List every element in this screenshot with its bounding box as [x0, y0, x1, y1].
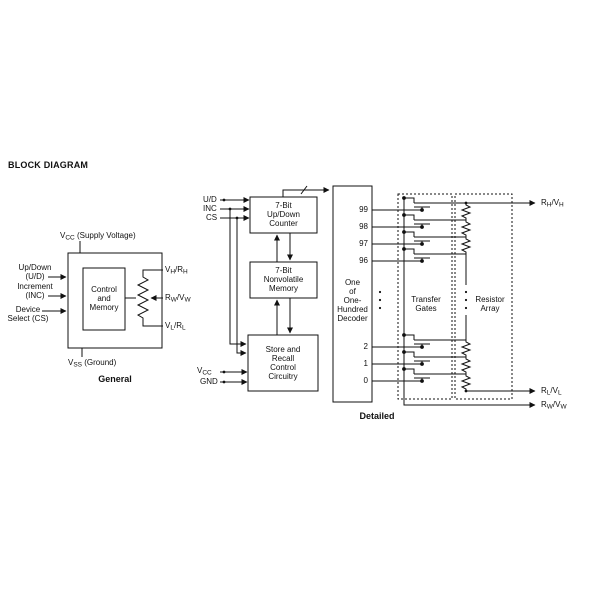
vcc-signal-label: VCC	[197, 366, 212, 377]
decoder-output-2: 2	[363, 342, 368, 351]
inc-signal-label: INC	[203, 204, 217, 213]
resistor	[461, 202, 471, 221]
resistor	[461, 236, 471, 255]
vcc-supply-label: VCC (Supply Voltage)	[60, 231, 136, 242]
potentiometer-resistor	[136, 274, 150, 322]
counter-decoder-bus	[282, 187, 330, 197]
resistor-array-box	[454, 193, 513, 400]
resistor	[461, 339, 471, 358]
general-diagram	[42, 241, 163, 357]
vh-rh-terminal-label: VH/RH	[165, 265, 188, 276]
decoder-output-1: 1	[363, 359, 368, 368]
store-recall-box	[247, 334, 319, 392]
transfer-gates-box	[397, 193, 453, 400]
vl-rl-terminal-label: VL/RL	[165, 321, 186, 332]
detailed-diagram	[220, 185, 536, 408]
control-memory-label: Control and Memory	[89, 285, 119, 312]
decoder-box	[332, 185, 373, 403]
general-outer-box	[67, 252, 163, 349]
rl-vl-terminal-label: RL/VL	[541, 386, 562, 397]
control-memory-box	[82, 267, 126, 331]
memory-box	[249, 261, 318, 299]
decoder-output-0: 0	[363, 376, 368, 385]
decoder-output-97: 97	[359, 239, 368, 248]
updown-input-label: Up/Down (U/D)	[18, 263, 52, 281]
transfer-gates-label: Transfer Gates	[411, 295, 441, 313]
bus-width-slash	[300, 185, 308, 195]
resistor	[461, 356, 471, 375]
wiper-bus-wire	[403, 198, 536, 408]
junction-dots	[222, 198, 239, 384]
ud-signal-label: U/D	[203, 195, 217, 204]
counter-box-label: 7-Bit Up/Down Counter	[267, 201, 300, 228]
cs-signal-label: CS	[206, 213, 218, 222]
decoder-output-99: 99	[359, 205, 368, 214]
gnd-signal-label: GND	[200, 377, 218, 386]
rh-vh-terminal-label: RH/VH	[541, 198, 564, 209]
store-box-label: Store and Recall Control Circuitry	[265, 345, 301, 381]
detailed-caption: Detailed	[359, 411, 395, 421]
decoder-output-98: 98	[359, 222, 368, 231]
resistor	[461, 373, 471, 392]
memory-box-label: 7-Bit Nonvolatile Memory	[263, 266, 304, 293]
rh-terminal-wire	[142, 269, 163, 274]
resistor-ellipsis-dots	[464, 290, 468, 310]
rw-vw-terminal-label: RW/VW	[165, 293, 191, 304]
cs-branch-wire	[236, 218, 247, 356]
vss-ground-label: VSS (Ground)	[68, 358, 117, 369]
resistor-array-label: Resistor Array	[475, 295, 505, 313]
general-caption: General	[98, 374, 132, 384]
rw-vw-terminal-label-detailed: RW/VW	[541, 400, 567, 411]
page-title: BLOCK DIAGRAM	[8, 160, 89, 170]
inc-branch-wire	[229, 209, 247, 347]
resistor-array-chain	[461, 202, 471, 392]
decoder-output-96: 96	[359, 256, 368, 265]
decoder-box-label: One of One- Hundred Decoder	[337, 278, 368, 323]
resistor	[461, 219, 471, 238]
terminal-dots	[464, 201, 468, 393]
rl-terminal-wire	[142, 322, 163, 327]
device-select-label: Device Select (CS)	[7, 305, 49, 323]
increment-input-label: Increment (INC)	[17, 282, 53, 300]
decoder-ellipsis-dots	[378, 290, 382, 310]
